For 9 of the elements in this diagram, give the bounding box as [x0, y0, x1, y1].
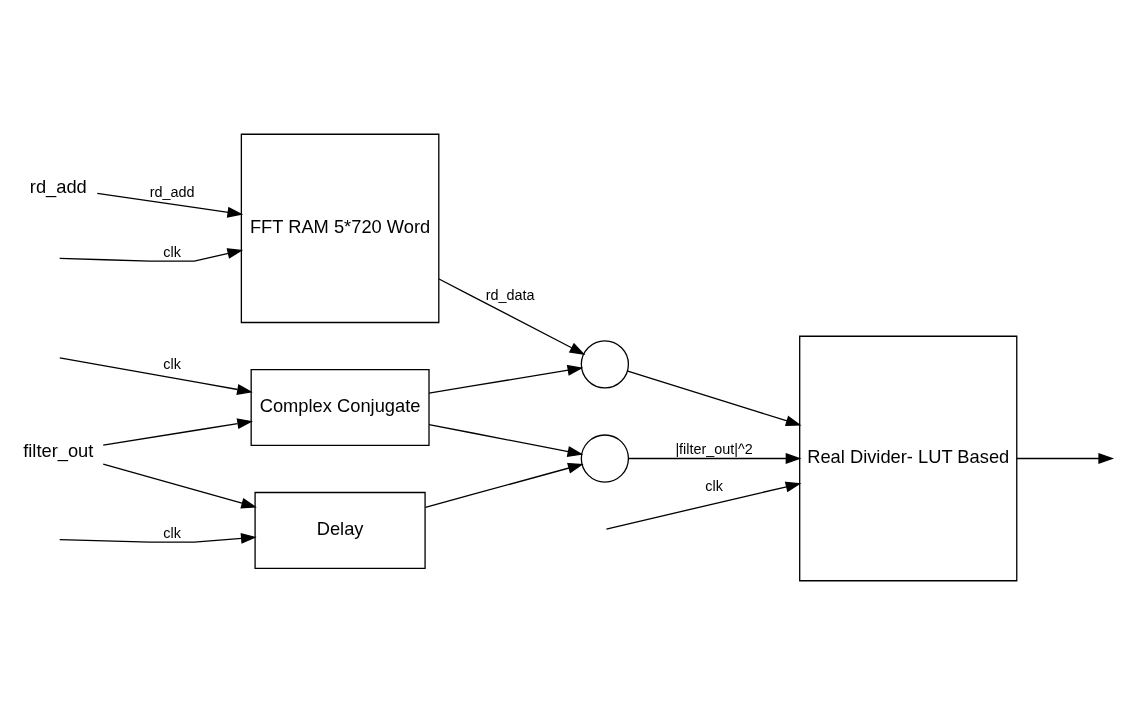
node-text: rd_add: [29, 175, 87, 197]
edge-label: rd_add: [149, 183, 195, 200]
edge-label: clk: [163, 355, 181, 372]
edge-label: rd_data: [485, 286, 535, 303]
edge-label: clk: [163, 243, 181, 260]
node-text: filter_out: [23, 439, 94, 461]
edge-label: clk: [705, 477, 723, 494]
edge-label: clk: [163, 524, 181, 541]
edge-label: |filter_out|^2: [675, 440, 753, 457]
